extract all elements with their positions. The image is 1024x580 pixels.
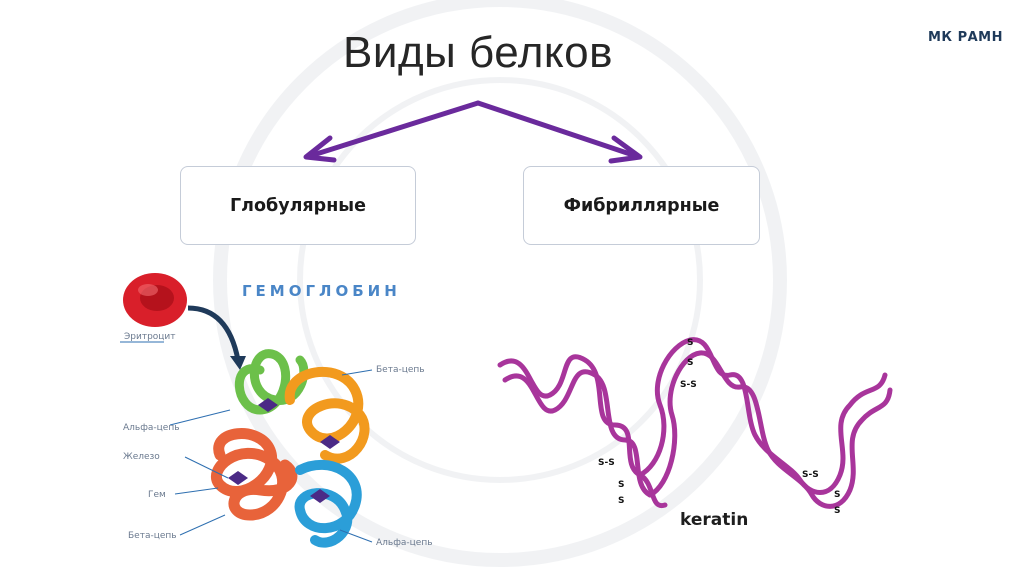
keratin-label: keratin [680, 510, 749, 530]
hemoglobin-illustration [120, 273, 373, 548]
keratin-ss-right: S-S [802, 470, 819, 480]
fibrillar-box: Фибриллярные [523, 166, 760, 245]
erythrocyte-icon [123, 273, 187, 327]
label-iron: Железо [123, 452, 160, 462]
svg-text:S: S [834, 490, 840, 500]
svg-text:S: S [687, 338, 693, 348]
label-beta-chain-top: Бета-цепь [376, 365, 425, 375]
hemoglobin-title: ГЕМОГЛОБИН [242, 282, 401, 300]
globular-box: Глобулярные [180, 166, 416, 245]
keratin-ss-left: S-S [598, 458, 615, 468]
svg-text:S: S [834, 506, 840, 516]
svg-text:S: S [618, 496, 624, 506]
globular-label: Глобулярные [230, 195, 366, 216]
label-erythrocyte: Эритроцит [124, 332, 176, 342]
label-alpha-chain-bottom: Альфа-цепь [376, 538, 433, 548]
arrow-right [475, 100, 639, 159]
page-title: Виды белков [343, 28, 613, 77]
keratin-ss-top: S-S [680, 380, 697, 390]
svg-text:S: S [687, 358, 693, 368]
keratin-helix: S S S-S S-S S S S-S S S [497, 337, 893, 516]
label-beta-chain-bottom: Бета-цепь [128, 531, 177, 541]
arrow-left [307, 100, 481, 159]
label-alpha-chain-left: Альфа-цепь [123, 423, 180, 433]
org-mark: МК РАМН [928, 30, 1003, 45]
fibrillar-label: Фибриллярные [563, 195, 720, 216]
svg-text:S: S [618, 480, 624, 490]
label-heme: Гем [148, 490, 166, 500]
